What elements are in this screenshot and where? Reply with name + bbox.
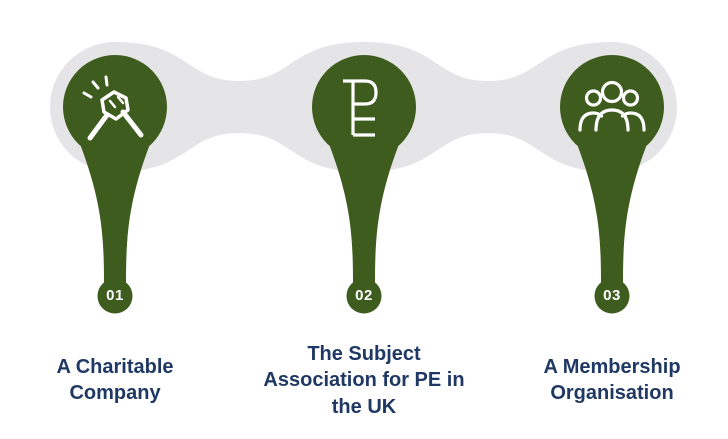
droplet-3-shape [560, 55, 664, 314]
droplet-2-shape [312, 55, 416, 314]
track-connector-right [364, 42, 612, 172]
pe-monogram-icon [343, 79, 378, 137]
step-number-3: 03 [603, 287, 621, 304]
track-connector-left [115, 42, 364, 172]
step-number-1: 01 [106, 287, 124, 304]
droplet-3 [560, 55, 664, 314]
people-group-icon [578, 80, 646, 132]
droplet-1 [63, 55, 167, 314]
label-membership-organisation: A Membership Organisation [543, 356, 681, 405]
arm-wrestle-handshake-icon [82, 75, 144, 141]
droplet-2 [312, 55, 416, 314]
label-subject-association: The Subject Association for PE in the UK [263, 343, 465, 418]
step-number-2: 02 [355, 287, 373, 304]
label-charitable-company: A Charitable Company [56, 356, 174, 405]
